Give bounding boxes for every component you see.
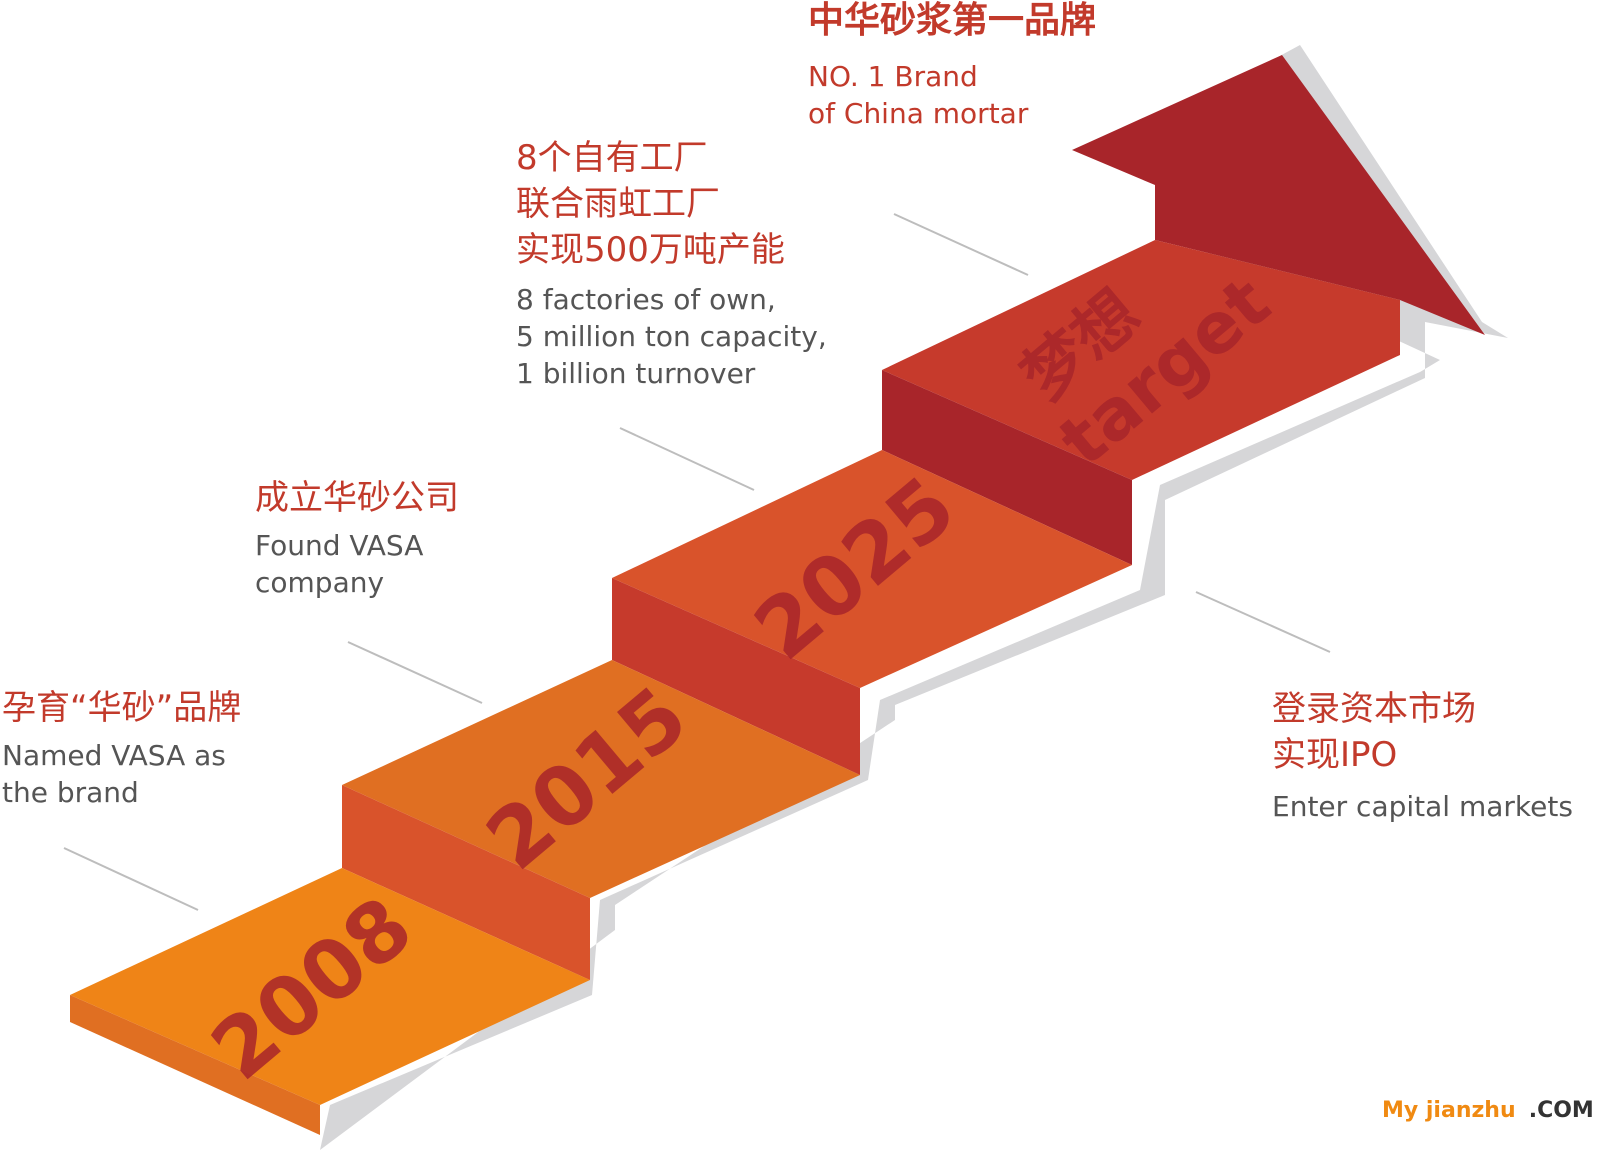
milestone-2025-en-1: 8 factories of own, bbox=[516, 283, 776, 316]
step-3-riser bbox=[612, 578, 860, 775]
arrow-head bbox=[1072, 55, 1485, 335]
step-2-riser bbox=[342, 785, 590, 980]
milestone-2015-zh: 成立华砂公司 bbox=[255, 478, 459, 518]
milestone-2015: 成立华砂公司 Found VASA company bbox=[255, 475, 459, 601]
milestone-2015-en-1: Found VASA bbox=[255, 529, 424, 562]
pointer-line-1 bbox=[63, 847, 199, 911]
step-1-edge bbox=[70, 995, 320, 1135]
watermark-part2: .COM bbox=[1528, 1098, 1594, 1123]
milestone-2025-en-2: 5 million ton capacity, bbox=[516, 320, 827, 353]
milestone-ipo-zh-1: 登录资本市场 bbox=[1272, 689, 1476, 729]
milestone-2025-zh-3: 实现500万吨产能 bbox=[516, 230, 785, 270]
milestone-ipo: 登录资本市场 实现IPO Enter capital markets bbox=[1272, 686, 1573, 825]
milestone-2015-en-2: company bbox=[255, 566, 385, 599]
milestone-target-en-1: NO. 1 Brand bbox=[808, 60, 978, 93]
pointer-line-5 bbox=[1195, 591, 1331, 653]
milestone-ipo-zh-2: 实现IPO bbox=[1272, 735, 1398, 775]
milestone-target-zh: 中华砂浆第一品牌 bbox=[808, 0, 1097, 41]
pointer-line-4 bbox=[893, 213, 1029, 276]
pointer-line-2 bbox=[347, 641, 483, 704]
milestone-2008-en-1: Named VASA as bbox=[2, 739, 226, 772]
pointer-line-3 bbox=[619, 427, 755, 491]
milestone-target: 中华砂浆第一品牌 NO. 1 Brand of China mortar bbox=[808, 0, 1096, 132]
watermark-part1: My jianzhu bbox=[1382, 1098, 1516, 1123]
milestone-2025: 8个自有工厂 联合雨虹工厂 实现500万吨产能 8 factories of o… bbox=[516, 135, 827, 392]
milestone-2008-en-2: the brand bbox=[2, 776, 139, 809]
milestone-2008: 孕育“华砂”品牌 Named VASA as the brand bbox=[2, 685, 241, 811]
milestone-ipo-en: Enter capital markets bbox=[1272, 790, 1573, 823]
milestone-2025-zh-2: 联合雨虹工厂 bbox=[516, 184, 720, 224]
milestone-2025-zh-1: 8个自有工厂 bbox=[516, 138, 708, 178]
step-4-tread bbox=[882, 240, 1400, 480]
watermark: My jianzhu .COM bbox=[1382, 1098, 1594, 1123]
step-4-riser bbox=[882, 370, 1132, 565]
milestone-2008-zh: 孕育“华砂”品牌 bbox=[2, 688, 242, 728]
step-2-tread bbox=[342, 660, 860, 898]
step-1-tread bbox=[70, 868, 590, 1105]
milestone-2025-en-3: 1 billion turnover bbox=[516, 357, 756, 390]
step-3-tread bbox=[612, 450, 1132, 688]
milestone-target-en-2: of China mortar bbox=[808, 97, 1029, 130]
